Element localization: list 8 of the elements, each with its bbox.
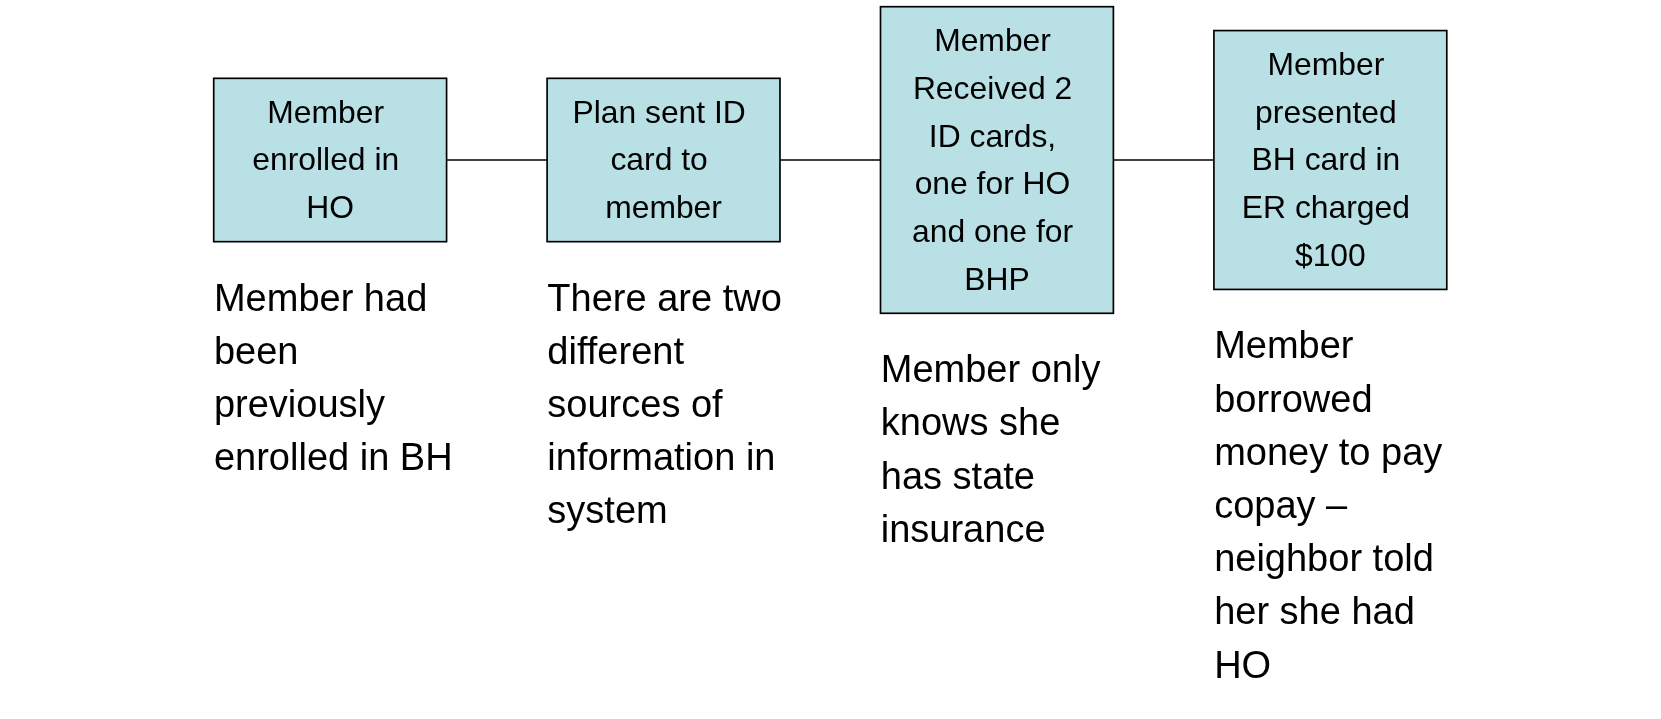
node-box: Member Received 2 ID cards, one for HO and one for BHP — [879, 5, 1115, 315]
node-box: Member enrolled in HO — [213, 77, 448, 243]
note-text: Member borrowed money to pay copay – neighbor told her she had HO — [1214, 323, 1444, 688]
node-box: Member presented BH card in ER charged $100 — [1213, 29, 1448, 291]
node-box: Plan sent ID card to member — [546, 77, 782, 243]
note-text: Member only knows she has state insurance — [880, 347, 1102, 552]
note-text: There are two different sources of information in system — [547, 275, 783, 534]
note-text: Member had been previously enrolled in BH — [213, 275, 454, 481]
